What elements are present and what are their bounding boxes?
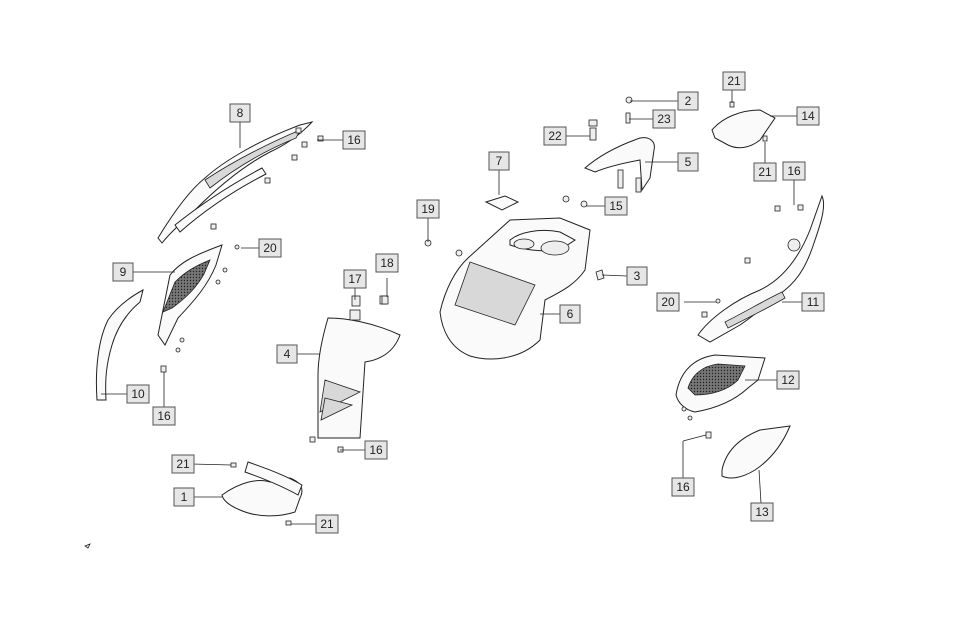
svg-text:5: 5 — [685, 155, 692, 169]
callout-13: 13 — [750, 502, 774, 522]
callout-11: 11 — [801, 292, 825, 312]
part-14-tail-piece — [711, 101, 776, 149]
svg-text:11: 11 — [807, 295, 820, 309]
callout-21-bottom: 21 — [315, 514, 339, 534]
svg-text:14: 14 — [801, 109, 815, 123]
callout-21-left: 21 — [171, 454, 195, 474]
part-18-clip — [381, 295, 389, 305]
part-16-clip — [309, 436, 316, 443]
screw — [455, 249, 463, 257]
svg-text:3: 3 — [634, 269, 641, 283]
callout-18: 18 — [375, 253, 399, 273]
svg-text:12: 12 — [781, 373, 795, 387]
part-11-side-cover — [697, 194, 825, 343]
svg-text:20: 20 — [263, 241, 277, 255]
svg-text:9: 9 — [120, 265, 127, 279]
part-22-bolt — [589, 127, 597, 141]
callout-10: 10 — [126, 384, 150, 404]
callout-23: 23 — [652, 109, 676, 129]
part-16-clip — [337, 446, 344, 453]
svg-text:13: 13 — [755, 505, 769, 519]
part-3-clip — [595, 269, 605, 281]
svg-text:20: 20 — [661, 295, 675, 309]
callout-1: 1 — [173, 487, 195, 507]
callout-7: 7 — [488, 151, 510, 171]
part-4-front-cover — [317, 295, 401, 439]
part-9-mesh-panel — [157, 244, 228, 353]
callout-16-bottom-right: 16 — [671, 477, 695, 497]
part-17-clip — [351, 295, 361, 307]
callout-2: 2 — [677, 91, 699, 111]
part-21-clip — [230, 462, 237, 468]
svg-text:19: 19 — [421, 202, 435, 216]
part-7-cap — [484, 195, 520, 211]
svg-text:7: 7 — [496, 154, 503, 168]
callout-20-right: 20 — [656, 292, 680, 312]
callout-4: 4 — [276, 344, 298, 364]
part-8-side-cover — [157, 121, 314, 244]
part-12-mesh-panel — [675, 354, 766, 439]
part-5-grab-rail — [584, 137, 655, 193]
svg-text:21: 21 — [320, 517, 334, 531]
svg-text:22: 22 — [548, 129, 562, 143]
part-21-clip — [285, 520, 292, 526]
svg-text:10: 10 — [131, 387, 145, 401]
svg-text:8: 8 — [237, 106, 244, 120]
svg-text:2: 2 — [685, 94, 692, 108]
callout-21-right: 21 — [753, 162, 777, 182]
svg-text:6: 6 — [567, 307, 574, 321]
callout-8: 8 — [229, 103, 251, 123]
part-6-storage-box — [439, 217, 591, 360]
svg-text:16: 16 — [157, 409, 171, 423]
svg-text:16: 16 — [676, 480, 690, 494]
callout-14: 14 — [796, 106, 820, 126]
svg-text:4: 4 — [284, 347, 291, 361]
part-16-clips-top — [210, 127, 324, 230]
callout-3: 3 — [626, 266, 648, 286]
tiny-mark — [84, 543, 91, 549]
callout-16-left: 16 — [152, 406, 176, 426]
part-20-screw — [234, 244, 240, 250]
svg-text:1: 1 — [181, 490, 188, 504]
callout-6: 6 — [559, 304, 581, 324]
callout-9: 9 — [112, 262, 134, 282]
callout-19: 19 — [416, 199, 440, 219]
svg-text:18: 18 — [380, 256, 394, 270]
leader-lines — [101, 87, 802, 525]
part-22-washer — [588, 119, 598, 127]
callout-12: 12 — [776, 370, 800, 390]
callout-22: 22 — [543, 126, 567, 146]
screw — [562, 195, 570, 203]
svg-text:21: 21 — [727, 74, 741, 88]
part-20-screw — [715, 298, 721, 304]
part-1-floor-panel — [221, 461, 303, 517]
svg-text:23: 23 — [657, 112, 671, 126]
callout-16-top-right: 16 — [782, 161, 806, 181]
part-23-bolt — [625, 112, 631, 124]
svg-text:16: 16 — [347, 133, 361, 147]
callout-15: 15 — [604, 196, 628, 216]
callout-20-left: 20 — [258, 238, 282, 258]
part-2-cap — [625, 96, 633, 104]
svg-text:21: 21 — [176, 457, 190, 471]
callout-16-center: 16 — [364, 440, 388, 460]
callout-5: 5 — [677, 152, 699, 172]
callout-17: 17 — [343, 269, 367, 289]
part-13-trim — [721, 425, 791, 479]
callout-21-top: 21 — [722, 71, 746, 91]
svg-text:17: 17 — [348, 272, 362, 286]
part-10-trim-strip — [95, 289, 167, 401]
svg-text:16: 16 — [369, 443, 383, 457]
svg-text:16: 16 — [787, 164, 801, 178]
part-15-screw — [580, 200, 588, 208]
svg-text:15: 15 — [609, 199, 623, 213]
svg-text:21: 21 — [758, 165, 772, 179]
callout-16-top: 16 — [342, 130, 366, 150]
